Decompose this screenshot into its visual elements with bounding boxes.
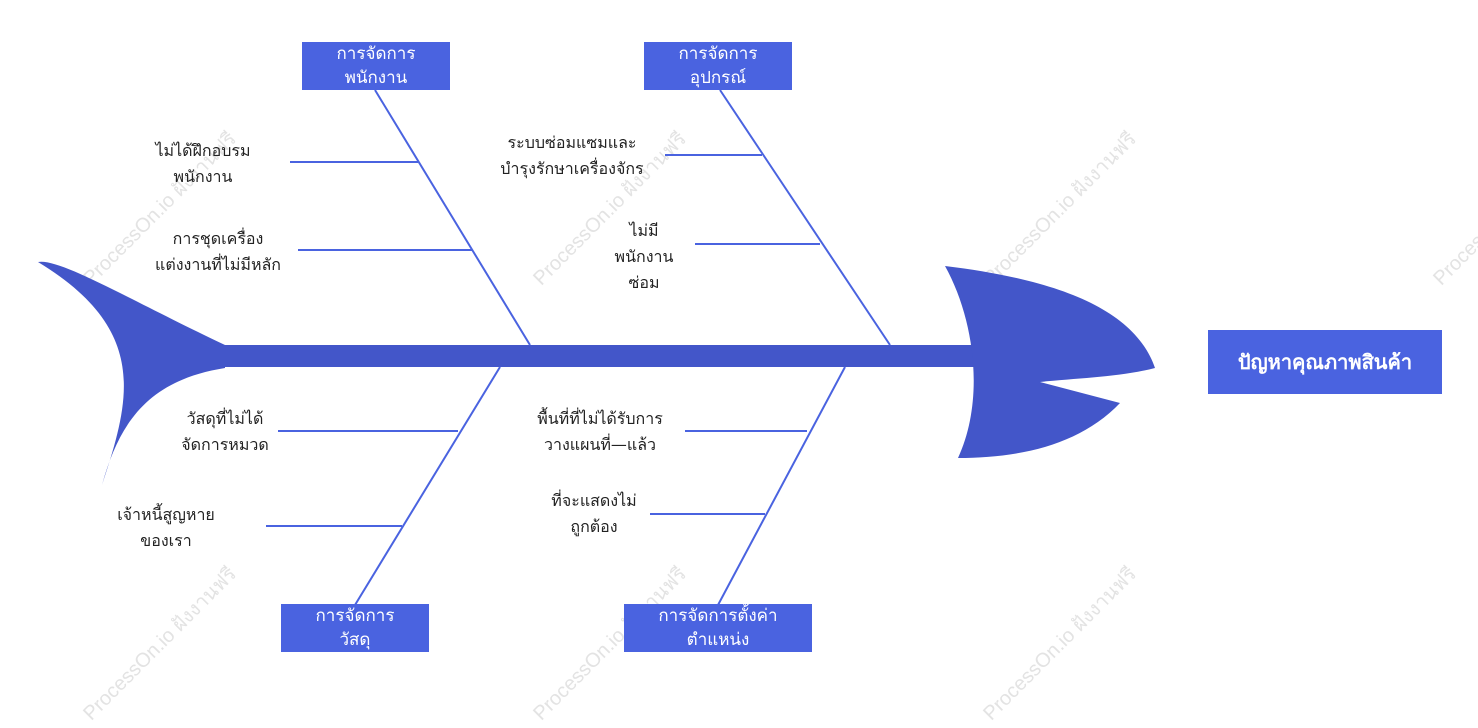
category-equipment: การจัดการ อุปกรณ์ (644, 42, 792, 90)
cause-materials-1: วัสดุที่ไม่ได้ จัดการหมวด (181, 409, 269, 454)
fish-tail (38, 261, 225, 485)
category-materials: การจัดการ วัสดุ (281, 604, 429, 652)
bone-materials (354, 366, 501, 606)
cause-people-2: การชุดเครื่อง แต่งงานที่ไม่มีหลัก (155, 229, 281, 274)
bone-people (374, 89, 531, 346)
cause-materials-2: เจ้าหนี้สูญหาย ของเรา (117, 505, 215, 550)
fish-spine (218, 345, 980, 367)
cause-position-2: ที่จะแสดงไม่ ถูกต้อง (551, 491, 637, 536)
cause-equipment-1: ระบบซ่อมแซมและ บำรุงรักษาเครื่องจักร (500, 133, 644, 178)
problem-box: ปัญหาคุณภาพสินค้า (1208, 330, 1442, 394)
cause-people-1: ไม่ได้ฝึกอบรม พนักงาน (155, 141, 251, 186)
fishbone-diagram (38, 89, 1155, 606)
fish-head (945, 266, 1155, 458)
bone-position (717, 366, 846, 606)
cause-position-1: พื้นที่ที่ไม่ได้รับการ วางแผนที่—แล้ว (537, 409, 663, 454)
cause-equipment-2: ไม่มี พนักงาน ซ่อม (614, 221, 674, 292)
category-position: การจัดการตั้งค่า ตำแหน่ง (624, 604, 812, 652)
category-people: การจัดการ พนักงาน (302, 42, 450, 90)
bone-equipment (719, 89, 891, 346)
